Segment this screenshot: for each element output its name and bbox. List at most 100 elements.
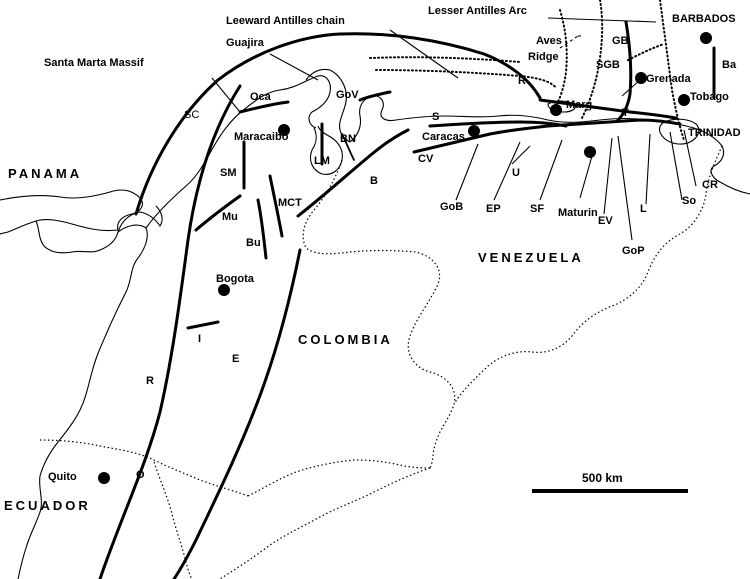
label-bogota: Bogota (216, 273, 255, 285)
leader-lesser-antilles (547, 17, 657, 23)
leader-grenada (621, 79, 641, 97)
lake-maracaibo (309, 125, 343, 175)
label-fault-r2: R (518, 75, 526, 87)
label-fault-ep: EP (486, 203, 501, 215)
label-maturin: Maturin (558, 207, 598, 219)
fault-i (186, 320, 220, 330)
fault-lesser-east (616, 20, 633, 122)
label-fault-cr: CR (702, 179, 718, 191)
leader-ev (603, 137, 613, 215)
panama-isthmus (117, 205, 163, 233)
fault-leeward-r (338, 32, 542, 100)
barbados-arc-dots (659, 0, 685, 141)
label-fault-s: S (432, 111, 439, 123)
colombia-south-border (247, 459, 431, 497)
label-fault-l: L (640, 203, 647, 215)
city-dot-bogota (218, 284, 230, 296)
leader-so (669, 131, 683, 201)
sgb-dots (627, 43, 665, 61)
fault-mu (194, 194, 242, 232)
label-fault-gb: GB (612, 35, 629, 47)
fault-e-boconó (172, 248, 302, 579)
leader-aves-1 (559, 35, 579, 49)
leader-maturin (579, 155, 593, 199)
label-fault-u: U (512, 167, 520, 179)
label-leeward-antilles: Leeward Antilles chain (226, 15, 345, 27)
leader-gop (617, 135, 633, 241)
colombia-ecuador-border (39, 439, 249, 497)
label-panama: PANAMA (8, 166, 82, 181)
label-fault-ba: Ba (722, 59, 737, 71)
leeward-arc-dots-2 (369, 56, 521, 63)
label-guajira: Guajira (226, 37, 265, 49)
leader-u (511, 145, 531, 165)
label-fault-sm: SM (220, 167, 237, 179)
label-fault-i: I (198, 333, 201, 345)
colombia-venezuela-border (302, 159, 456, 469)
falcon-coast (349, 95, 750, 195)
leader-gob (455, 143, 479, 201)
guajira-coast (305, 68, 351, 143)
label-fault-bn: BN (340, 133, 356, 145)
label-fault-bu: Bu (246, 237, 261, 249)
fault-sc (134, 32, 342, 216)
label-ridge: Ridge (528, 51, 559, 63)
brazil-border (219, 467, 431, 579)
panama-coast-inner (35, 220, 119, 254)
city-dot-marg (550, 104, 562, 116)
fault-cv (412, 124, 550, 154)
island-dot-grenada (635, 72, 647, 84)
island-dot-barbados (700, 32, 712, 44)
city-dot-quito (98, 472, 110, 484)
label-fault-sgb: SGB (596, 59, 620, 71)
fault-bn (341, 133, 355, 161)
label-fault-t: T (622, 107, 629, 119)
venezuela-guyana-border (453, 145, 723, 405)
label-tobago: Tobago (690, 91, 729, 103)
label-trinidad: TRINIDAD (688, 127, 741, 139)
label-fault-e: E (232, 353, 239, 365)
city-dot-caracas (468, 125, 480, 137)
label-fault-sc: SC (184, 109, 199, 121)
fault-oca (238, 100, 290, 114)
label-fault-so: So (682, 195, 696, 207)
label-fault-lm: LM (314, 155, 330, 167)
city-dot-maracaibo (278, 124, 290, 136)
fault-gov (358, 90, 392, 102)
leader-santa-marta (211, 77, 241, 113)
leader-sf (539, 139, 563, 201)
city-dot-maturin (584, 146, 596, 158)
ecuador-peru-border (153, 461, 193, 579)
leader-guajira (269, 53, 319, 81)
aves-ridge-arc (555, 9, 568, 107)
trinidad-coast (658, 118, 700, 145)
label-fault-ev: EV (598, 215, 613, 227)
label-santa-marta: Santa Marta Massif (44, 57, 144, 69)
label-fault-r: R (146, 375, 154, 387)
label-maracaibo: Maracaibo (234, 131, 289, 143)
fault-el-pilar (546, 118, 682, 128)
label-marg: Marg (566, 99, 592, 111)
label-fault-b: B (370, 175, 378, 187)
label-fault-sf: SF (530, 203, 544, 215)
pacific-coast (17, 224, 148, 579)
label-fault-mu: Mu (222, 211, 238, 223)
label-fault-mct: MCT (278, 197, 302, 209)
fault-b (296, 128, 410, 218)
label-grenada: Grenada (646, 73, 692, 85)
leader-leeward (389, 29, 459, 79)
leader-l (645, 133, 651, 205)
label-caracas: Caracas (422, 131, 465, 143)
label-fault-gop: GoP (622, 245, 645, 257)
label-fault-cv: CV (418, 153, 434, 165)
island-dot-tobago (678, 94, 690, 106)
fault-mct (268, 174, 284, 238)
label-fault-gob: GoB (440, 201, 463, 213)
leader-cr (683, 129, 697, 187)
fault-bu (256, 198, 268, 260)
fault-s (428, 120, 568, 128)
label-fault-o: O (136, 469, 145, 481)
leader-ep (493, 141, 521, 201)
caribbean-coast (145, 75, 331, 229)
